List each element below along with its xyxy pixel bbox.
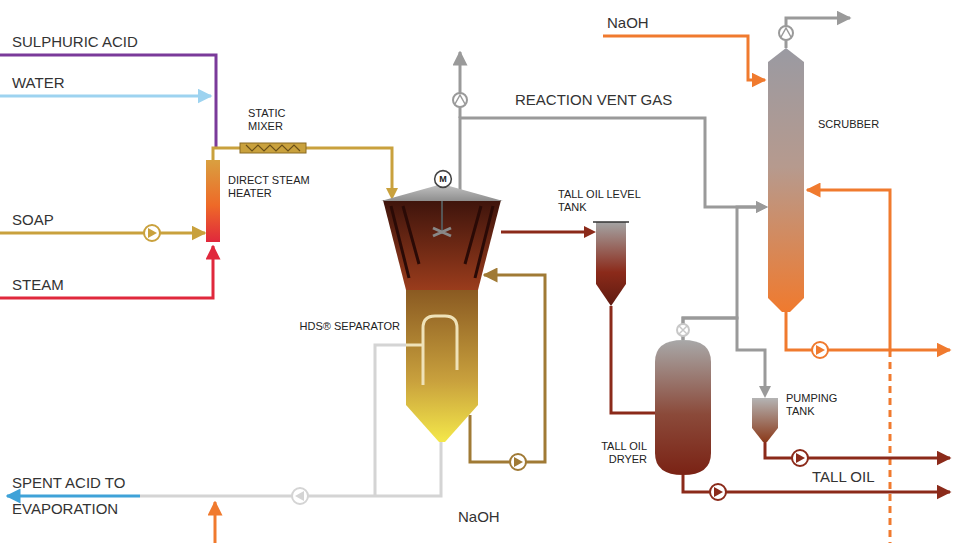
equipment-label: PUMPING TANK xyxy=(786,392,852,418)
stream-label: NaOH xyxy=(458,508,500,525)
separator-vessel: HDS® SEPARATOR xyxy=(383,200,501,442)
process-stream xyxy=(501,226,596,238)
level-tank: TALL OIL LEVEL TANK xyxy=(596,222,626,306)
stream-label: WATER xyxy=(12,74,65,91)
equipment-label: TALL OIL LEVEL TANK xyxy=(558,188,668,214)
stream-label: SOAP xyxy=(12,211,54,228)
dryer-vessel-shape xyxy=(655,340,711,475)
pumping-tank-shape xyxy=(752,398,778,442)
dryer-vessel: TALL OIL DRYER xyxy=(655,340,711,475)
equipment-label: DIRECT STEAM HEATER xyxy=(228,174,323,200)
process-stream xyxy=(213,148,240,160)
static-mixer: STATIC MIXER xyxy=(240,143,306,153)
stream-label: NaOH xyxy=(607,14,649,31)
motor-symbol: M xyxy=(434,170,452,188)
stream-label: TALL OIL xyxy=(812,468,875,485)
steam-heater-shape xyxy=(206,160,220,242)
pumping-tank: PUMPING TANK xyxy=(752,398,778,442)
stream-label: SPENT ACID TO EVAPORATION xyxy=(12,470,152,522)
equipment-label: STATIC MIXER xyxy=(248,107,302,133)
level-tank-shape xyxy=(596,222,626,306)
separator-vessel-shape xyxy=(383,200,501,442)
process-stream xyxy=(460,118,768,213)
equipment-label: SCRUBBER xyxy=(818,118,879,131)
stream-label: SULPHURIC ACID xyxy=(12,33,138,50)
scrubber-column-shape xyxy=(768,48,804,312)
scrubber-column: SCRUBBER xyxy=(768,48,804,312)
equipment-label: HDS® SEPARATOR xyxy=(300,320,400,333)
process-stream xyxy=(611,306,655,413)
steam-heater: DIRECT STEAM HEATER xyxy=(206,160,220,242)
process-stream xyxy=(306,148,398,200)
stream-label: STEAM xyxy=(12,276,64,293)
static-mixer-shape xyxy=(240,143,306,153)
stream-label: REACTION VENT GAS xyxy=(515,91,672,108)
symbol-letter: M xyxy=(434,170,452,188)
equipment-label: TALL OIL DRYER xyxy=(585,440,647,466)
